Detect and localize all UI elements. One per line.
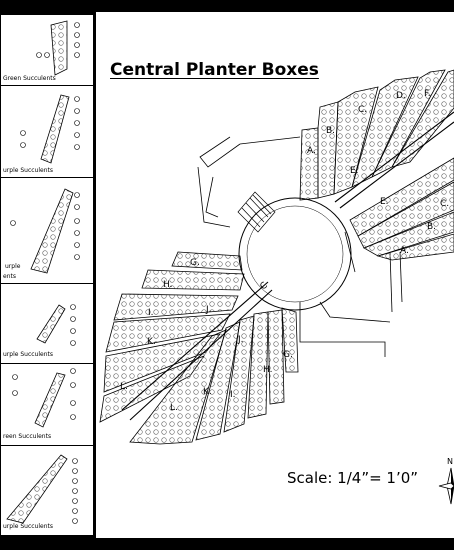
detail-cell-6: urple Succulents — [1, 445, 93, 535]
planter-group-east — [349, 157, 454, 261]
detail-sketch-5 — [12, 368, 76, 428]
label-w-h: H. — [163, 280, 172, 290]
page-title: Central Planter Boxes — [110, 60, 319, 80]
planter-group-west — [99, 251, 245, 423]
label-ne-f: F. — [424, 89, 431, 99]
label-w-g: G. — [190, 258, 200, 268]
detail-cell-5: reen Succulents — [1, 363, 93, 446]
label-s-k: K. — [203, 387, 212, 397]
detail-sketch-4 — [36, 304, 76, 346]
plan-sheet: A. B. C. D. F. E. E. C. B. A. G. H. I. J… — [0, 12, 454, 538]
north-arrow-icon: N — [438, 457, 454, 505]
planter-detail-panel: Green Succulents urple Succulents — [0, 12, 96, 538]
detail-label-1: Green Succulents — [3, 75, 56, 82]
label-e-e: E. — [380, 197, 389, 207]
label-ne-c: C. — [358, 105, 367, 115]
label-s-g: G. — [283, 350, 293, 360]
planter-group-south — [129, 307, 299, 445]
detail-sketch-3 — [10, 188, 80, 274]
scale-text: Scale: 1/4”= 1’0” — [287, 469, 419, 487]
detail-label-3b: ents — [3, 273, 16, 280]
label-ne-b: B. — [326, 126, 335, 136]
label-e-b: B. — [427, 222, 436, 232]
label-e-c: C. — [440, 199, 449, 209]
detail-label-2: urple Succulents — [3, 167, 53, 174]
planter-plan-drawing: A. B. C. D. F. E. E. C. B. A. G. H. I. J… — [99, 69, 454, 445]
detail-cell-3: urple ents — [1, 177, 93, 284]
label-w-j: J. — [205, 305, 212, 315]
diagonal-paths — [121, 111, 454, 421]
north-mark: N — [447, 457, 453, 466]
detail-cell-2: urple Succulents — [1, 85, 93, 178]
center-circle — [238, 197, 352, 311]
detail-cell-4: urple Succulents — [1, 283, 93, 364]
label-w-k: K. — [147, 337, 156, 347]
walkway-outlines — [197, 136, 403, 357]
label-s-h: H. — [263, 365, 272, 375]
detail-label-4: urple Succulents — [3, 351, 53, 358]
label-s-l: L. — [170, 403, 178, 413]
label-w-i: I. — [148, 308, 154, 318]
label-ne-a: A. — [307, 146, 316, 156]
detail-cell-1: Green Succulents — [1, 15, 93, 86]
detail-sketch-6 — [6, 454, 78, 524]
detail-label-3: urple — [5, 263, 21, 270]
detail-sketch-1 — [36, 20, 80, 76]
label-ne-e: E. — [350, 166, 359, 176]
center-mark: C — [259, 281, 270, 293]
center-inner-ring — [246, 205, 344, 303]
label-w-l: L. — [120, 382, 128, 392]
label-ne-d: D. — [396, 91, 406, 101]
label-s-j: J. — [237, 335, 244, 345]
entry-steps — [237, 191, 276, 233]
detail-sketch-2 — [20, 94, 80, 164]
detail-label-5: reen Succulents — [3, 433, 52, 440]
label-s-i: I. — [230, 390, 236, 400]
detail-label-6: urple Succulents — [3, 523, 53, 530]
planter-group-northeast — [299, 69, 454, 201]
label-e-a: A. — [400, 246, 409, 256]
